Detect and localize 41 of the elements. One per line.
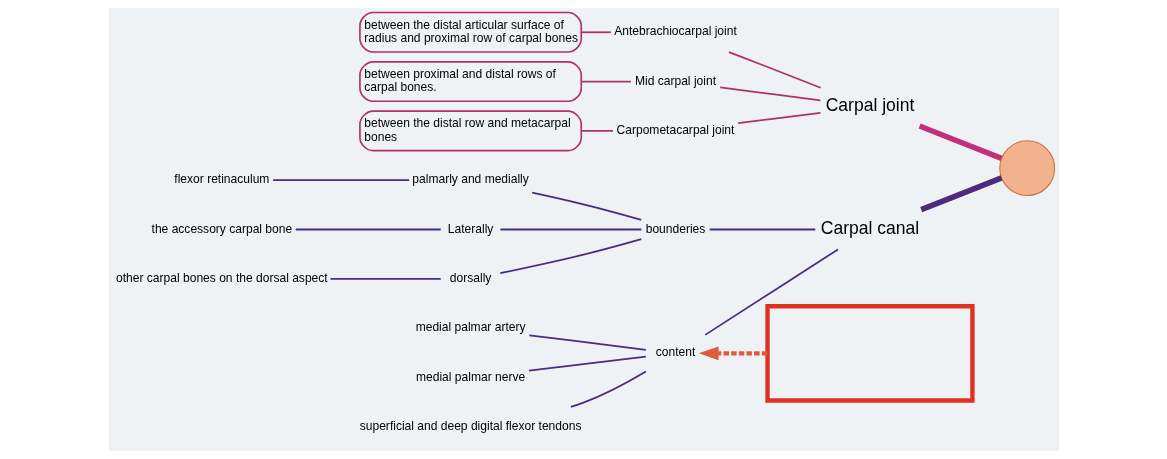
node-text: Carpal joint [825,94,914,115]
node-circle [998,140,1055,197]
node-box: between the distal articular surface of radius and proximal row of carpal bones [358,11,582,53]
connector [271,179,410,182]
connector [708,228,816,231]
connector [498,238,642,274]
node-text: Antebrachiocarpal joint [613,24,737,39]
connector [703,248,839,336]
node-text: dorsally [449,270,491,285]
node-text: palmarly and medially [411,172,529,187]
connector [528,334,647,351]
connector [294,228,442,231]
connector [527,355,647,372]
connector [530,191,642,221]
connector [919,175,1003,213]
node-text: the accessory carpal bone [151,221,292,236]
connector [727,51,821,89]
connector [580,130,614,132]
node-text: Carpometacarpal joint [616,122,734,137]
connector [499,228,642,231]
connector [580,31,612,34]
arrow [698,346,767,361]
node-text: medial palmar artery [415,320,525,335]
node-text: flexor retinaculum [173,172,269,187]
node-text: Mid carpal joint [634,73,716,88]
node-text: other carpal bones on the dorsal aspect [115,270,328,285]
node-text: Laterally [447,221,493,236]
node-text: superficial and deep digital flexor tendons [359,418,581,433]
connector [918,123,1003,161]
node-text: medial palmar nerve [415,369,525,384]
node-text: Carpal canal [820,217,919,238]
node-text: bounderies [645,221,705,236]
connector [736,112,821,125]
node-box: between proximal and distal rows of carpal bones. [358,61,582,103]
connector [579,80,632,83]
node-text: content [655,345,695,360]
node-box: between the distal row and metacarpal bones [358,110,582,152]
connector [569,370,647,408]
connector [329,277,442,280]
node-box [764,304,975,403]
connector [718,86,821,102]
